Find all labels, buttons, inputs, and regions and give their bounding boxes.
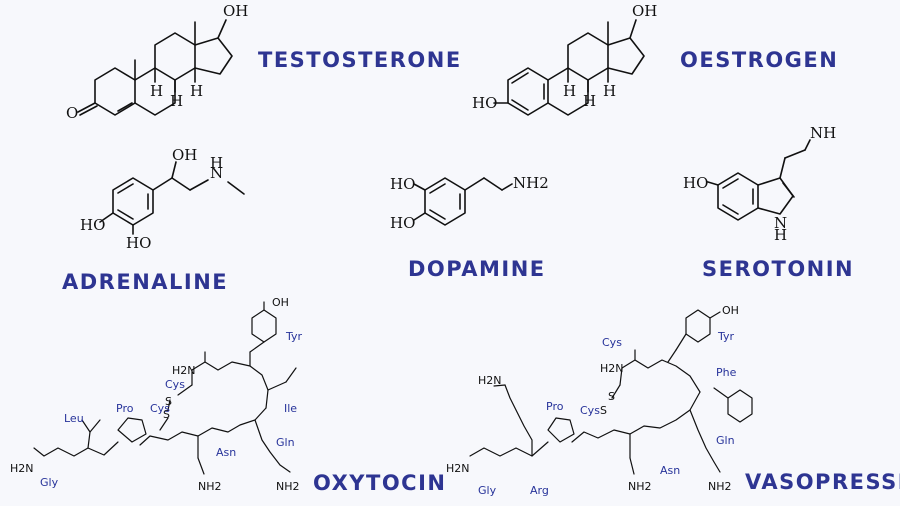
vasopressin-h2n-label: H2N [600,362,624,375]
oxytocin-residue-asn: Asn [216,446,236,459]
dopamine-structure: HO HO NH2 [390,174,549,232]
oestrogen-h1-label: H [563,82,576,100]
vasopressin-guan-h2n-label: H2N [478,374,502,387]
oxytocin-residue-pro: Pro [116,402,134,415]
vasopressin-structure: H2N S S H2N NH2 NH2 H2N OH Cys Tyr Phe P… [446,304,753,497]
serotonin-ring-h-label: H [774,226,787,244]
vasopressin-residue-arg: Arg [530,484,549,497]
vasopressin-residue-tyr: Tyr [717,330,735,343]
oxytocin-asn-nh2-label: NH2 [198,480,222,493]
vasopressin-residue-asn: Asn [660,464,680,477]
oxytocin-structure: H2N S S NH2 NH2 H2N OH Tyr Cys Ile Cys P… [10,296,303,493]
adrenaline-nh-label: N [210,164,223,182]
oxytocin-residue-cys2: Cys [150,402,170,415]
testosterone-title: TESTOSTERONE [258,48,462,72]
testosterone-h1-label: H [150,82,163,100]
oxytocin-residue-cys1: Cys [165,378,185,391]
oxytocin-h2n-label: H2N [172,364,196,377]
oxytocin-s1-label: S [165,395,172,408]
vasopressin-tyr-oh-label: OH [722,304,739,317]
oxytocin-residue-gly: Gly [40,476,59,489]
vasopressin-gln-nh2-label: NH2 [708,480,732,493]
adrenaline-ho1-label: HO [80,216,105,234]
testosterone-h2-label: H [170,92,183,110]
oestrogen-oh-label: OH [632,2,657,20]
oestrogen-h3-label: H [603,82,616,100]
vasopressin-residue-pro: Pro [546,400,564,413]
vasopressin-s1-label: S [608,390,615,403]
dopamine-nh2-label: NH2 [513,174,549,192]
oxytocin-residue-gln: Gln [276,436,295,449]
vasopressin-s2-label: S [600,404,607,417]
vasopressin-residue-cys2: Cys [580,404,600,417]
oxytocin-residue-ile: Ile [284,402,297,415]
oestrogen-ho-label: HO [472,94,497,112]
dopamine-title: DOPAMINE [408,257,546,281]
adrenaline-oh-label: OH [172,146,197,164]
oxytocin-tyr-oh-label: OH [272,296,289,309]
vasopressin-asn-nh2-label: NH2 [628,480,652,493]
vasopressin-residue-cys1: Cys [602,336,622,349]
serotonin-ring-nh-label: N [774,214,787,232]
oxytocin-residue-leu: Leu [64,412,84,425]
oxytocin-residue-tyr: Tyr [285,330,303,343]
oxytocin-title: OXYTOCIN [313,471,447,495]
serotonin-structure: HO NH N H [683,124,836,244]
vasopressin-residue-phe: Phe [716,366,737,379]
dopamine-ho2-label: HO [390,214,415,232]
adrenaline-title: ADRENALINE [62,270,229,294]
dopamine-ho1-label: HO [390,175,415,193]
serotonin-title: SEROTONIN [702,257,855,281]
oxytocin-gly-h2n-label: H2N [10,462,34,475]
oxytocin-s2-label: S [163,408,170,421]
vasopressin-title: VASOPRESSIN [745,470,900,494]
vasopressin-residue-gly: Gly [478,484,497,497]
serotonin-nh-label: NH [810,124,836,142]
vasopressin-residue-gln: Gln [716,434,735,447]
serotonin-ho-label: HO [683,174,708,192]
oestrogen-structure: HO OH H H H [472,2,657,116]
adrenaline-structure: OH HO HO N H [80,146,245,252]
oxytocin-gln-nh2-label: NH2 [276,480,300,493]
testosterone-structure: O OH H H H [66,2,248,122]
adrenaline-ho2-label: HO [126,234,151,252]
vasopressin-gly-h2n-label: H2N [446,462,470,475]
oestrogen-h2-label: H [583,92,596,110]
testosterone-oh-label: OH [223,2,248,20]
testosterone-o-label: O [66,104,78,122]
testosterone-h3-label: H [190,82,203,100]
adrenaline-h-label: H [210,154,223,172]
oestrogen-title: OESTROGEN [680,48,839,72]
